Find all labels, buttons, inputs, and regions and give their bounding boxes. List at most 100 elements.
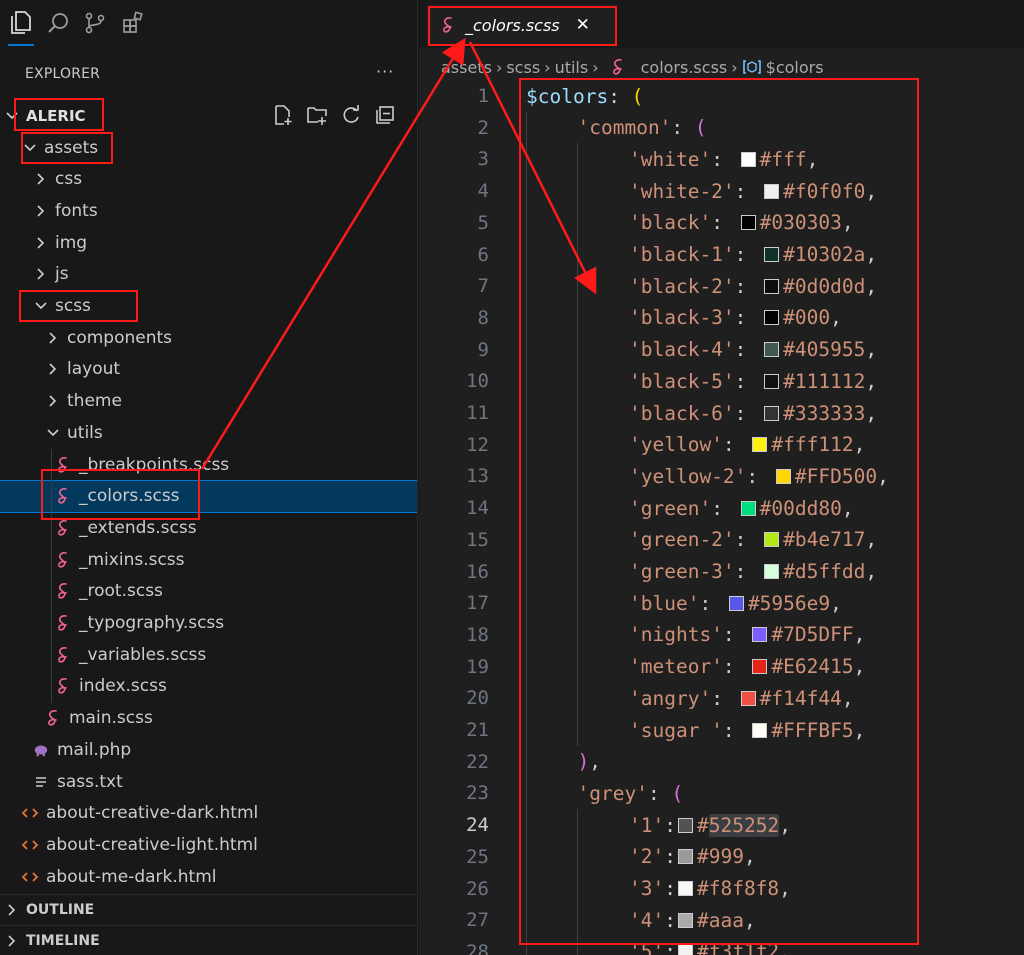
code-line[interactable]: 23'grey': ( — [419, 777, 1024, 809]
code-line[interactable]: 24'1':#525252, — [419, 809, 1024, 841]
tree-item-mixins-scss[interactable]: _mixins.scss — [0, 544, 417, 575]
chevron-right-icon — [33, 266, 49, 282]
code-line[interactable]: 6'black-1': #10302a, — [419, 239, 1024, 271]
code-line[interactable]: 10'black-5': #111112, — [419, 365, 1024, 397]
files-icon[interactable] — [6, 8, 36, 38]
color-swatch[interactable] — [677, 817, 693, 833]
code-text: 'black-2': #0d0d0d, — [629, 274, 878, 298]
code-line[interactable]: 21'sugar ': #FFFBF5, — [419, 714, 1024, 746]
code-line[interactable]: 11'black-6': #333333, — [419, 397, 1024, 429]
color-swatch[interactable] — [752, 722, 768, 738]
code-line[interactable]: 2'common': ( — [419, 112, 1024, 144]
tree-item-root-scss[interactable]: _root.scss — [0, 576, 417, 607]
source-control-icon[interactable] — [80, 8, 110, 38]
color-swatch[interactable] — [764, 278, 780, 294]
tree-item-fonts[interactable]: fonts — [0, 195, 417, 226]
color-swatch[interactable] — [677, 912, 693, 928]
extensions-icon[interactable] — [118, 8, 148, 38]
color-swatch[interactable] — [775, 468, 791, 484]
tree-item-mail-php[interactable]: mail.php — [0, 734, 417, 765]
tree-item-about-creative-light-html[interactable]: about-creative-light.html — [0, 829, 417, 860]
breadcrumb-symbol[interactable]: $colors — [765, 57, 824, 77]
code-line[interactable]: 16'green-3': #d5ffdd, — [419, 556, 1024, 588]
code-line[interactable]: 20'angry': #f14f44, — [419, 682, 1024, 714]
tree-item-theme[interactable]: theme — [0, 386, 417, 417]
code-line[interactable]: 28'5':#f3f1f2, — [419, 936, 1024, 955]
tree-item-js[interactable]: js — [0, 259, 417, 290]
breadcrumb-file[interactable]: colors.scss — [640, 57, 728, 77]
tree-item-variables-scss[interactable]: _variables.scss — [0, 639, 417, 670]
color-swatch[interactable] — [764, 373, 780, 389]
code-text: 'angry': #f14f44, — [629, 686, 854, 710]
color-swatch[interactable] — [764, 342, 780, 358]
code-line[interactable]: 18'nights': #7D5DFF, — [419, 619, 1024, 651]
code-line[interactable]: 4'white-2': #f0f0f0, — [419, 175, 1024, 207]
code-line[interactable]: 8'black-3': #000, — [419, 302, 1024, 334]
tree-item-utils[interactable]: utils — [0, 417, 417, 448]
sass-icon — [55, 487, 71, 505]
tree-item-scss[interactable]: scss — [0, 291, 417, 322]
code-line[interactable]: 15'green-2': #b4e717, — [419, 524, 1024, 556]
tab-colors-scss[interactable]: _colors.scss ✕ — [427, 4, 617, 46]
code-line[interactable]: 13'yellow-2': #FFD500, — [419, 460, 1024, 492]
outline-section[interactable]: OUTLINE — [0, 894, 417, 924]
code-line[interactable]: 22), — [419, 746, 1024, 778]
tree-item-colors-scss[interactable]: _colors.scss — [0, 479, 417, 513]
color-swatch[interactable] — [764, 310, 780, 326]
color-swatch[interactable] — [740, 215, 756, 231]
color-swatch[interactable] — [764, 247, 780, 262]
color-swatch[interactable] — [752, 627, 768, 643]
color-swatch[interactable] — [752, 437, 768, 453]
tree-item-index-scss[interactable]: index.scss — [0, 671, 417, 702]
color-swatch[interactable] — [764, 183, 780, 199]
code-line[interactable]: 5'black': #030303, — [419, 207, 1024, 239]
new-folder-icon[interactable] — [306, 104, 328, 126]
code-line[interactable]: 26'3':#f8f8f8, — [419, 873, 1024, 905]
color-swatch[interactable] — [764, 405, 780, 421]
line-number: 1 — [477, 85, 489, 107]
tree-item-css[interactable]: css — [0, 164, 417, 195]
code-line[interactable]: 25'2':#999, — [419, 841, 1024, 873]
timeline-section[interactable]: TIMELINE — [0, 925, 417, 955]
code-line[interactable]: 1$colors: ( — [419, 80, 1024, 112]
tree-item-main-scss[interactable]: main.scss — [0, 703, 417, 734]
color-swatch[interactable] — [740, 690, 756, 706]
color-swatch[interactable] — [752, 659, 768, 675]
new-file-icon[interactable] — [272, 104, 294, 126]
code-line[interactable]: 9'black-4': #405955, — [419, 334, 1024, 366]
collapse-all-icon[interactable] — [374, 104, 396, 126]
tree-item-sass-txt[interactable]: sass.txt — [0, 766, 417, 797]
code-line[interactable]: 12'yellow': #fff112, — [419, 429, 1024, 461]
tree-item-extends-scss[interactable]: _extends.scss — [0, 512, 417, 543]
tree-item-layout[interactable]: layout — [0, 354, 417, 385]
breadcrumb-utils[interactable]: utils — [554, 57, 589, 77]
code-line[interactable]: 17'blue': #5956e9, — [419, 587, 1024, 619]
tree-item-typography-scss[interactable]: _typography.scss — [0, 608, 417, 639]
code-line[interactable]: 14'green': #00dd80, — [419, 492, 1024, 524]
tree-item-about-me-dark-html[interactable]: about-me-dark.html — [0, 861, 417, 892]
code-line[interactable]: 19'meteor': #E62415, — [419, 651, 1024, 683]
color-swatch[interactable] — [764, 532, 780, 548]
tree-item-components[interactable]: components — [0, 322, 417, 353]
tree-item-label: _root.scss — [79, 581, 163, 602]
search-icon[interactable] — [43, 8, 73, 38]
refresh-icon[interactable] — [340, 104, 362, 126]
color-swatch[interactable] — [728, 595, 744, 611]
tree-item-breakpoints-scss[interactable]: _breakpoints.scss — [0, 449, 417, 480]
close-icon[interactable]: ✕ — [575, 15, 590, 35]
code-line[interactable]: 27'4':#aaa, — [419, 904, 1024, 936]
tree-item-assets[interactable]: assets — [0, 132, 417, 163]
breadcrumb-assets[interactable]: assets — [441, 57, 492, 77]
color-swatch[interactable] — [740, 500, 756, 516]
color-swatch[interactable] — [677, 881, 693, 896]
code-line[interactable]: 7'black-2': #0d0d0d, — [419, 270, 1024, 302]
color-swatch[interactable] — [677, 849, 693, 865]
tree-item-img[interactable]: img — [0, 227, 417, 258]
color-swatch[interactable] — [764, 564, 780, 579]
code-line[interactable]: 3'white': #fff, — [419, 143, 1024, 175]
more-actions-button[interactable]: ··· — [376, 62, 395, 81]
color-swatch[interactable] — [740, 151, 756, 167]
breadcrumb-scss[interactable]: scss — [506, 57, 541, 77]
tree-item-about-creative-dark-html[interactable]: about-creative-dark.html — [0, 798, 417, 829]
color-swatch[interactable] — [677, 944, 693, 955]
